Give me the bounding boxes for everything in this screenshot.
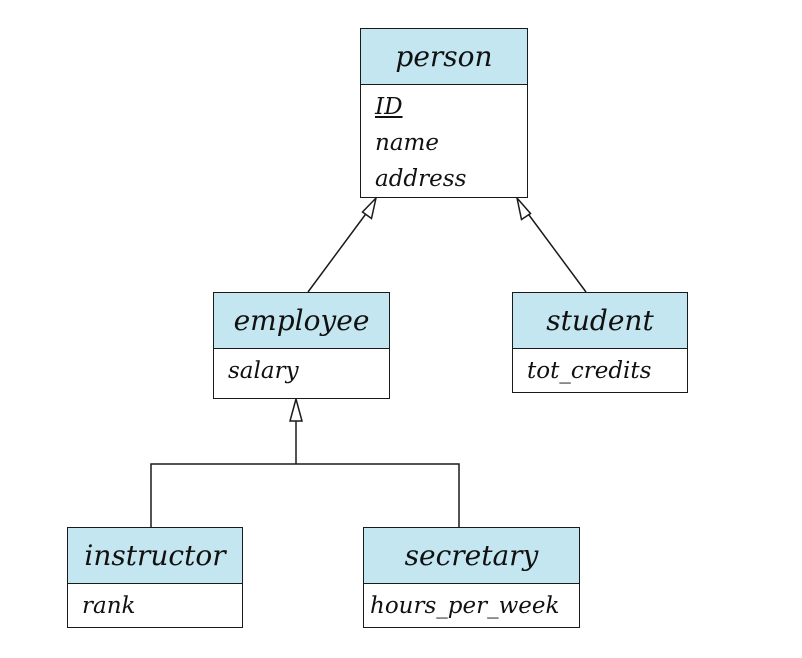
employee-to-person-arrowhead — [361, 195, 378, 220]
instructor-branch-line — [150, 463, 296, 527]
entity-instructor: instructor rank — [67, 527, 243, 628]
entity-student: student tot_credits — [512, 292, 688, 393]
student-to-person-arrowhead — [515, 195, 532, 221]
attribute-rank: rank — [82, 593, 136, 619]
entity-employee: employee salary — [213, 292, 390, 399]
attribute-id: ID — [375, 94, 403, 120]
entity-person: person ID name address — [360, 28, 528, 198]
entity-instructor-name: instructor — [68, 528, 242, 584]
entity-person-name: person — [361, 29, 527, 85]
attribute-name: name — [375, 130, 439, 156]
entity-employee-name: employee — [214, 293, 389, 349]
entity-instructor-attributes: rank — [68, 584, 242, 624]
entity-employee-attributes: salary — [214, 349, 389, 389]
entity-secretary-attributes: hours_per_week — [364, 584, 579, 624]
employee-arrowhead — [289, 396, 303, 422]
entity-student-name: student — [513, 293, 687, 349]
attribute-hours-per-week: hours_per_week — [370, 593, 560, 619]
attribute-salary: salary — [228, 358, 299, 384]
student-to-person-line — [525, 210, 587, 293]
attribute-tot-credits: tot_credits — [527, 358, 652, 384]
secretary-branch-line — [296, 463, 460, 527]
entity-secretary-name: secretary — [364, 528, 579, 584]
employee-to-person-line — [307, 210, 369, 293]
attribute-address: address — [375, 166, 467, 192]
entity-student-attributes: tot_credits — [513, 349, 687, 389]
entity-person-attributes: ID name address — [361, 85, 527, 197]
entity-secretary: secretary hours_per_week — [363, 527, 580, 628]
